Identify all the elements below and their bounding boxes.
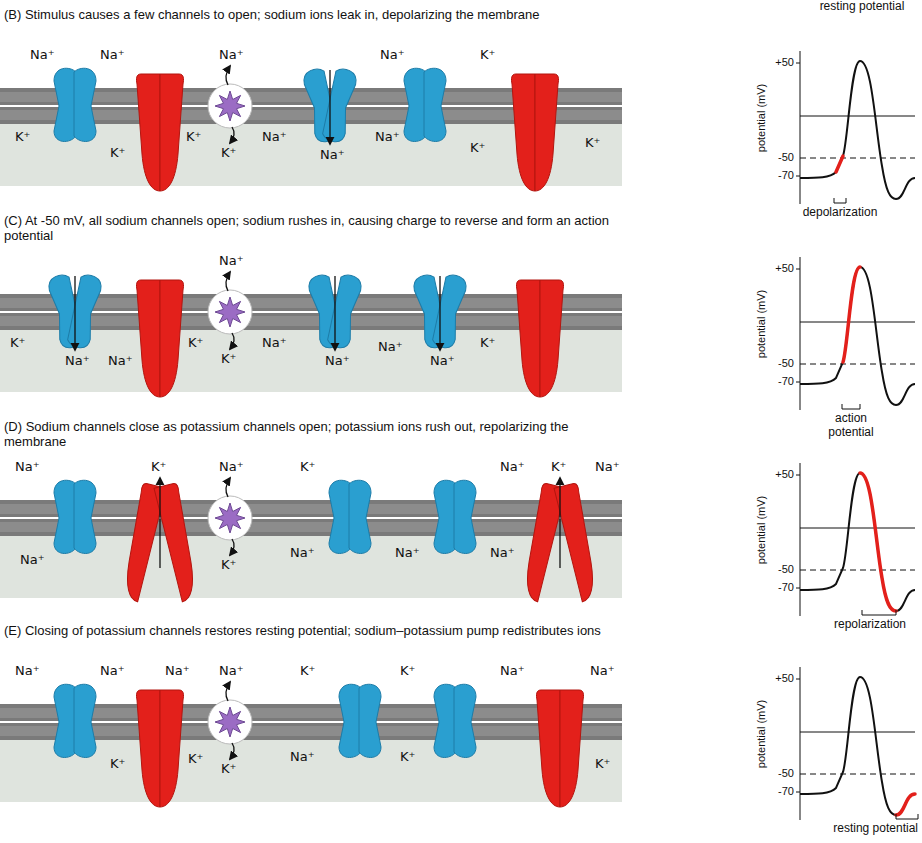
ion-label: K⁺	[221, 352, 236, 367]
axis-value: +50	[768, 262, 794, 275]
panel-caption: (E) Closing of potassium channels restor…	[4, 624, 624, 639]
ion-label: Na⁺	[219, 460, 244, 475]
ion-label: Na⁺	[65, 354, 90, 369]
ion-label: Na⁺	[290, 750, 315, 765]
ion-label: K⁺	[551, 460, 566, 475]
ion-label: Na⁺	[165, 664, 190, 679]
phase-label: depolarization	[795, 206, 885, 220]
ion-label: K⁺	[221, 146, 236, 161]
ion-label: Na⁺	[500, 664, 525, 679]
axis-value: +50	[768, 672, 794, 685]
ion-label: K⁺	[480, 48, 495, 63]
ion-label: K⁺	[300, 460, 315, 475]
axis-value: +50	[768, 56, 794, 69]
ion-label: Na⁺	[378, 340, 403, 355]
ion-label: Na⁺	[430, 354, 455, 369]
ion-label: Na⁺	[20, 553, 45, 568]
axis-value: -70	[768, 785, 794, 798]
ion-label: Na⁺	[490, 546, 515, 561]
ion-label: Na⁺	[590, 664, 615, 679]
ion-label: Na⁺	[325, 354, 350, 369]
ion-label: K⁺	[480, 336, 495, 351]
ion-label: Na⁺	[500, 460, 525, 475]
phase-label: resting potential	[812, 0, 912, 14]
ion-label: K⁺	[221, 558, 236, 573]
ion-label: K⁺	[151, 460, 166, 475]
ion-label: K⁺	[188, 752, 203, 767]
ion-label: Na⁺	[320, 148, 345, 163]
panel-caption: (C) At -50 mV, all sodium channels open;…	[4, 214, 624, 244]
ion-label: K⁺	[186, 130, 201, 145]
ion-label: Na⁺	[219, 254, 244, 269]
axis-value: -50	[768, 563, 794, 576]
ion-label: Na⁺	[262, 336, 287, 351]
axis-title: potential (mV)	[755, 496, 768, 564]
ion-label: K⁺	[400, 664, 415, 679]
ion-label: Na⁺	[30, 48, 55, 63]
ion-label: K⁺	[110, 757, 125, 772]
ion-label: Na⁺	[108, 354, 133, 369]
axis-value: -50	[768, 357, 794, 370]
phase-label: action potential	[816, 412, 886, 440]
ion-label: Na⁺	[219, 48, 244, 63]
ion-label: Na⁺	[15, 460, 40, 475]
axis-value: -70	[768, 581, 794, 594]
ion-label: K⁺	[15, 130, 30, 145]
ion-label: Na⁺	[100, 664, 125, 679]
axis-value: +50	[768, 468, 794, 481]
ion-label: Na⁺	[395, 546, 420, 561]
ion-label: K⁺	[400, 750, 415, 765]
axis-value: -50	[768, 151, 794, 164]
ion-label: Na⁺	[375, 130, 400, 145]
ion-label: K⁺	[188, 336, 203, 351]
ion-label: Na⁺	[15, 664, 40, 679]
ion-label: Na⁺	[219, 664, 244, 679]
ion-label: Na⁺	[290, 546, 315, 561]
phase-label: resting potential	[818, 822, 918, 836]
axis-value: -70	[768, 375, 794, 388]
ion-label: Na⁺	[262, 130, 287, 145]
axis-title: potential (mV)	[755, 290, 768, 358]
ion-label: K⁺	[10, 336, 25, 351]
ion-label: K⁺	[221, 762, 236, 777]
ion-label: K⁺	[300, 664, 315, 679]
ion-label: K⁺	[110, 146, 125, 161]
ion-label: K⁺	[470, 141, 485, 156]
phase-label: repolarization	[825, 618, 915, 632]
ion-label: K⁺	[595, 757, 610, 772]
ion-label: Na⁺	[100, 48, 125, 63]
axis-title: potential (mV)	[755, 84, 768, 152]
ion-label: Na⁺	[380, 48, 405, 63]
axis-value: -50	[768, 767, 794, 780]
panel-caption: (B) Stimulus causes a few channels to op…	[4, 8, 624, 23]
ion-label: Na⁺	[595, 460, 620, 475]
axis-value: -70	[768, 169, 794, 182]
ion-label: K⁺	[585, 136, 600, 151]
axis-title: potential (mV)	[755, 700, 768, 768]
panel-caption: (D) Sodium channels close as potassium c…	[4, 420, 624, 450]
